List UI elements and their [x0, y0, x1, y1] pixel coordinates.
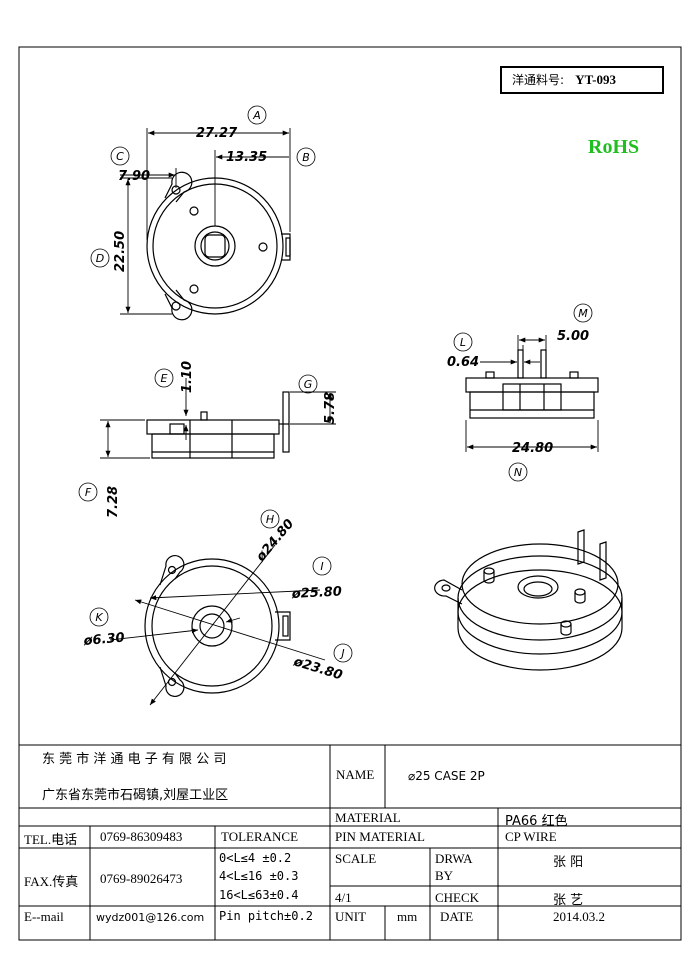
draw-label-2: BY — [435, 868, 454, 883]
dim-f-value: 7.28 — [106, 486, 121, 518]
callout-m: M — [578, 307, 588, 320]
pin-material-value: CP WIRE — [505, 829, 557, 844]
title-block-grid — [19, 744, 681, 940]
tel-value: 0769-86309483 — [100, 829, 183, 844]
tolerance-line-3: 16<L≤63±0.4 — [219, 888, 299, 902]
dim-c-value: 7.90 — [118, 169, 150, 184]
dim-h-value: ø24.80 — [253, 517, 297, 566]
name-label: NAME — [336, 767, 375, 782]
callout-e: E — [161, 372, 168, 385]
material-value: PA66 红色 — [505, 814, 568, 829]
tolerance-line-1: 0<L≤4 ±0.2 — [219, 851, 292, 865]
email-label: E--mail — [24, 909, 64, 924]
rohs-mark: RoHS — [588, 136, 640, 158]
unit-value: mm — [397, 909, 418, 924]
date-value: 2014.03.2 — [553, 909, 605, 924]
dim-n-value: 24.80 — [512, 441, 553, 456]
pin-material-label: PIN MATERIAL — [335, 829, 425, 844]
tolerance-line-2: 4<L≤16 ±0.3 — [219, 869, 299, 883]
front-view-dims — [465, 335, 599, 452]
isometric-view — [434, 529, 623, 671]
part-number-value: YT-093 — [575, 72, 616, 87]
callout-k: K — [95, 611, 103, 624]
fax-label: FAX.传真 — [24, 874, 79, 889]
bottom-view-dims — [109, 544, 326, 706]
callout-j: J — [339, 647, 344, 660]
draw-label-1: DRWA — [435, 851, 473, 866]
check-value: 张 艺 — [553, 893, 584, 908]
draw-value: 张 阳 — [553, 855, 584, 870]
unit-label: UNIT — [335, 909, 367, 924]
dim-a-value: 27.27 — [196, 126, 238, 141]
front-view — [465, 349, 599, 419]
callout-n: N — [514, 466, 522, 479]
callout-d: D — [96, 252, 104, 265]
tel-label: TEL.电话 — [24, 832, 78, 847]
callout-g: G — [304, 378, 313, 391]
callout-i: I — [320, 560, 323, 573]
callout-l: L — [460, 336, 466, 349]
scale-label: SCALE — [335, 851, 377, 866]
dim-d-value: 22.50 — [113, 231, 128, 272]
email-value: wydz001@126.com — [96, 911, 205, 924]
top-view — [146, 171, 291, 321]
date-label: DATE — [440, 909, 474, 924]
dim-l-value: 0.64 — [447, 355, 479, 370]
sheet-border — [18, 46, 682, 941]
dim-i-value: ø25.80 — [290, 584, 342, 602]
name-value: ⌀25 CASE 2P — [408, 769, 485, 783]
callout-b: B — [302, 151, 310, 164]
dim-g-value: 5.78 — [323, 392, 338, 424]
company-address: 广东省东莞市石碣镇,刘屋工业区 — [42, 788, 229, 803]
dim-k-value: ø6.30 — [82, 630, 125, 649]
dim-m-value: 5.00 — [557, 329, 589, 344]
callout-h: H — [266, 513, 274, 526]
part-number-box: 洋通料号: YT-093 — [500, 66, 664, 94]
company-name: 东 莞 市 洋 通 电 子 有 限 公 司 — [42, 752, 227, 767]
side-view — [146, 391, 290, 459]
callout-a: A — [252, 109, 261, 122]
tolerance-label: TOLERANCE — [221, 829, 299, 844]
side-view-dims — [100, 378, 336, 459]
check-label: CHECK — [435, 890, 480, 905]
scale-value: 4/1 — [335, 890, 352, 905]
callout-f: F — [85, 486, 92, 499]
dim-e-value: 1.10 — [180, 361, 195, 393]
callout-c: C — [116, 150, 124, 163]
dim-b-value: 13.35 — [226, 150, 267, 165]
tolerance-line-4: Pin pitch±0.2 — [219, 909, 313, 923]
material-label: MATERIAL — [335, 810, 401, 825]
part-number-label: 洋通料号: — [512, 73, 565, 87]
top-view-dims — [120, 128, 291, 315]
fax-value: 0769-89026473 — [100, 871, 183, 886]
bottom-view — [144, 555, 291, 697]
